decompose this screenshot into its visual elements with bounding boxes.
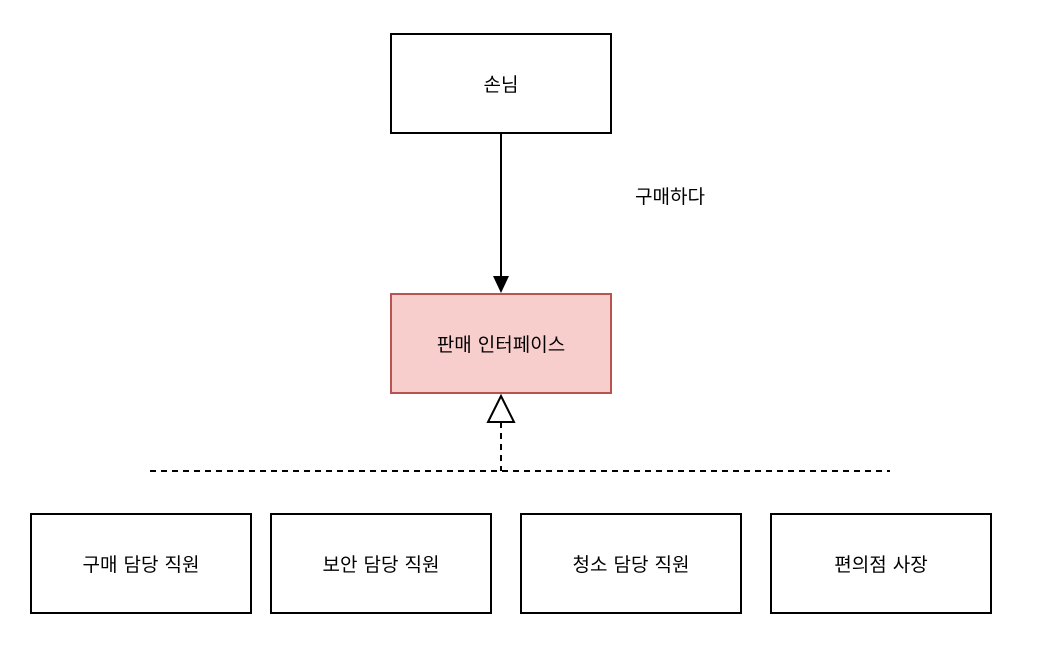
association-arrowhead xyxy=(493,276,509,293)
security-staff-node[interactable]: 보안 담당 직원 xyxy=(270,513,492,614)
association-label: 구매하다 xyxy=(635,185,705,208)
implementation-label: 구매 담당 직원 xyxy=(82,554,200,576)
implementation-label: 편의점 사장 xyxy=(834,554,928,576)
cleaning-staff-node[interactable]: 청소 담당 직원 xyxy=(520,513,742,614)
store-owner-node[interactable]: 편의점 사장 xyxy=(770,513,992,614)
implementation-label: 보안 담당 직원 xyxy=(322,554,440,576)
interface-label: 판매 인터페이스 xyxy=(436,334,566,356)
customer-node[interactable]: 손님 xyxy=(390,33,612,134)
sales-interface-node[interactable]: 판매 인터페이스 xyxy=(390,293,612,394)
purchasing-staff-node[interactable]: 구매 담당 직원 xyxy=(30,513,252,614)
customer-label: 손님 xyxy=(483,74,519,96)
realization-triangle xyxy=(486,393,516,423)
implementation-label: 청소 담당 직원 xyxy=(572,554,690,576)
